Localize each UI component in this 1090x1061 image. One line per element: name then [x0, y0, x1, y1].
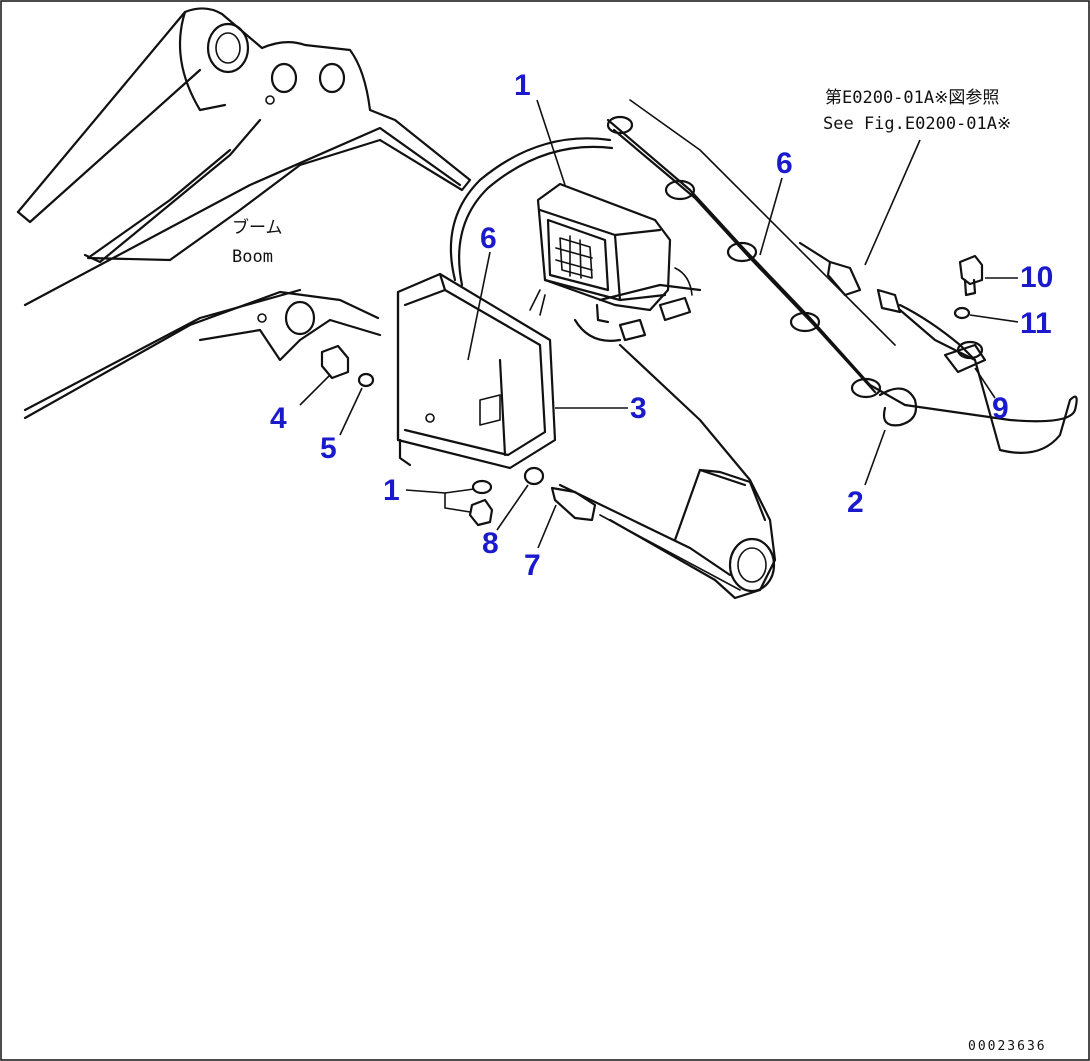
work-lamp [529, 182, 672, 324]
document-number: 00023636 [968, 1039, 1047, 1054]
boom-upper-structure [16, 7, 472, 307]
small-parts [320, 344, 597, 527]
callout-6-clamp-harness: 6 [776, 147, 793, 180]
boom-label-jp: ブーム [232, 217, 283, 238]
callout-4: 4 [270, 402, 287, 435]
callout-5: 5 [320, 432, 337, 465]
callout-1-nut: 1 [383, 474, 400, 507]
boom-lower-structure [23, 288, 382, 420]
clamp-bolt-assembly [943, 254, 987, 374]
callout-9: 9 [992, 392, 1009, 425]
lamp-cable [449, 137, 693, 342]
wiring-harness [598, 99, 1078, 454]
callout-8: 8 [482, 527, 499, 560]
reference-note-jp: 第E0200-01A※図参照 [825, 88, 999, 108]
reference-note-en: See Fig.E0200-01A※ [823, 114, 1011, 134]
callout-3: 3 [630, 392, 647, 425]
callout-6-clamp-box: 6 [480, 222, 497, 255]
arm-structure [558, 343, 777, 600]
callout-10: 10 [1020, 261, 1053, 294]
callout-1-lamp: 1 [514, 69, 531, 102]
callout-11: 11 [1020, 307, 1052, 340]
lamp-bracket-box [396, 272, 557, 470]
leader-lines [299, 99, 1019, 549]
connector-pair [798, 241, 977, 362]
boom-label-en: Boom [232, 247, 273, 267]
callout-2: 2 [847, 486, 864, 519]
callout-7: 7 [524, 549, 541, 582]
